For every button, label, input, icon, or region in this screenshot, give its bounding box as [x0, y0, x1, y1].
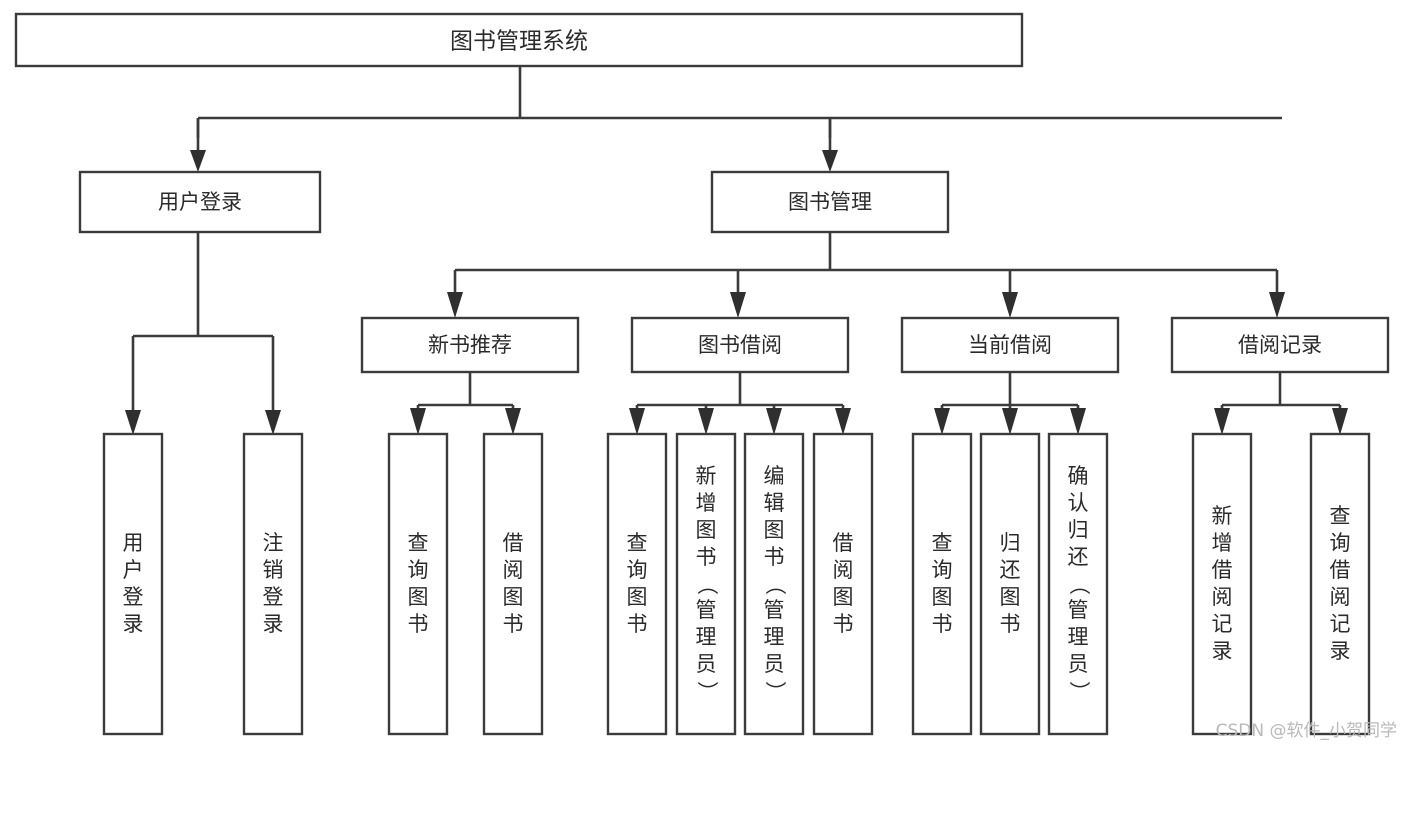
node-book-management-label: 图书管理: [788, 190, 872, 214]
leaf-box-leaf-query-record[interactable]: [1309, 432, 1371, 736]
leaf-box-leaf-add-record[interactable]: [1191, 432, 1253, 736]
node-root[interactable]: 图书管理系统: [14, 12, 1024, 68]
node-current-borrow[interactable]: 当前借阅: [900, 316, 1120, 374]
node-user-login-label: 用户登录: [158, 190, 242, 214]
connector-root-to-level2: [196, 65, 1282, 138]
node-book-borrow[interactable]: 图书借阅: [630, 316, 850, 374]
connector-book-management-children: [447, 232, 1285, 318]
node-borrow-record[interactable]: 借阅记录: [1170, 316, 1390, 374]
arrow-root-to-book-management: [822, 118, 838, 172]
node-book-borrow-label: 图书借阅: [698, 333, 782, 357]
leaf-box-leaf-user-login[interactable]: [102, 432, 164, 736]
connector-user-login-children: [125, 232, 281, 435]
flowchart-canvas: 图书管理系统 用户登录 图书管理: [14, 12, 1397, 741]
leaf-box-leaf-add-book[interactable]: [675, 432, 737, 736]
node-new-book-recommend[interactable]: 新书推荐: [360, 316, 580, 374]
leaf-box-leaf-query-book-3[interactable]: [911, 432, 973, 736]
leaf-box-leaf-query-book-2[interactable]: [606, 432, 668, 736]
connector-borrow-record-children: [1214, 372, 1348, 435]
leaf-box-leaf-confirm-return[interactable]: [1047, 432, 1109, 736]
node-new-book-recommend-label: 新书推荐: [428, 333, 512, 357]
connector-new-book-recommend-children: [410, 372, 521, 435]
leaf-box-leaf-return-book[interactable]: [979, 432, 1041, 736]
node-book-management[interactable]: 图书管理: [710, 170, 950, 234]
connector-current-borrow-children: [934, 372, 1086, 435]
connector-book-borrow-children: [629, 372, 851, 435]
flowchart-svg: 图书管理系统 用户登录 图书管理: [14, 12, 1390, 736]
arrow-root-to-user-login: [190, 118, 206, 172]
node-borrow-record-label: 借阅记录: [1238, 333, 1322, 357]
node-root-label: 图书管理系统: [450, 29, 588, 55]
leaf-box-leaf-borrow-book-2[interactable]: [812, 432, 874, 736]
leaf-box-leaf-edit-book[interactable]: [743, 432, 805, 736]
leaf-box-leaf-query-book-1[interactable]: [387, 432, 449, 736]
leaf-box-leaf-logout-login[interactable]: [242, 432, 304, 736]
node-user-login[interactable]: 用户登录: [78, 170, 322, 234]
leaf-box-leaf-borrow-book-1[interactable]: [482, 432, 544, 736]
node-current-borrow-label: 当前借阅: [968, 333, 1052, 357]
